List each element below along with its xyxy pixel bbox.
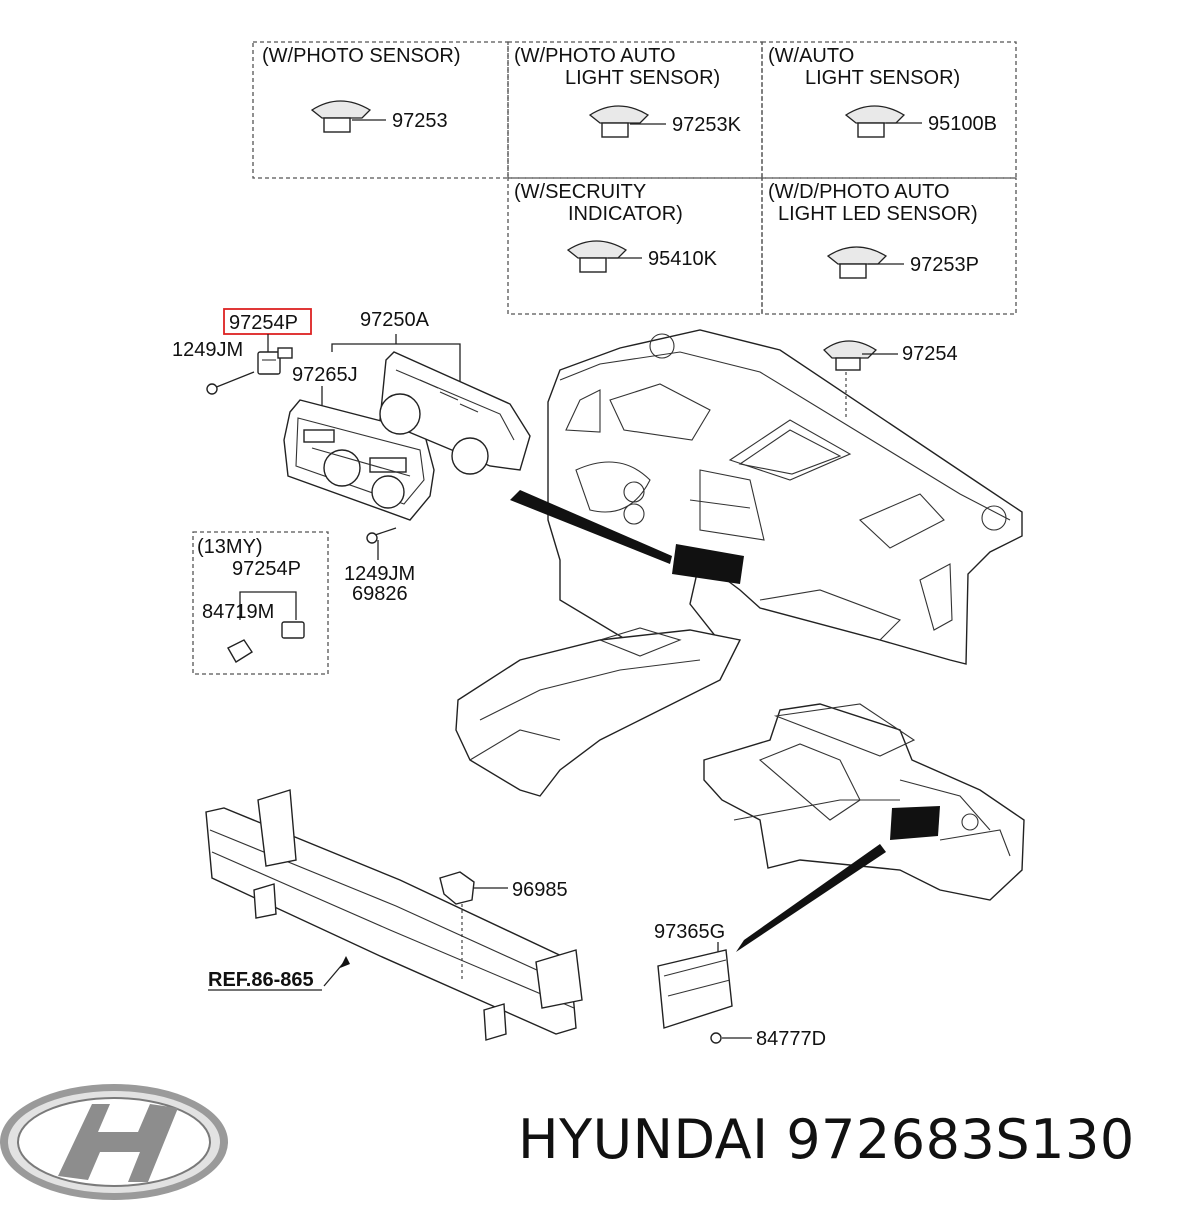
part-number: 97253 xyxy=(392,110,448,132)
hvac-unit xyxy=(703,703,1025,952)
part-label-1249JM-bottom: 1249JM xyxy=(344,563,415,585)
part-label-97365G: 97365G xyxy=(654,921,725,943)
part-number: 95100B xyxy=(928,113,997,135)
ref-text: REF.86-865 xyxy=(208,969,314,991)
switch-part xyxy=(257,347,293,375)
part-number-title: 972683S130 xyxy=(786,1108,1135,1171)
variant-box-led-sensor: (W/D/PHOTO AUTO LIGHT LED SENSOR) 97253P xyxy=(761,177,1017,315)
box-title: (W/SECRUITY xyxy=(514,181,646,203)
box-title: (W/PHOTO AUTO xyxy=(514,45,676,67)
sensor-icon xyxy=(310,100,372,133)
heater-module xyxy=(379,351,531,475)
switch-icon xyxy=(281,621,305,639)
reference-label: REF.86-865 xyxy=(208,956,350,991)
part-number: 95410K xyxy=(648,248,718,270)
screw-icon xyxy=(206,371,255,395)
control-module: 97365G 84777D xyxy=(654,921,826,1050)
sensor-icon xyxy=(588,105,650,138)
box-title: (W/D/PHOTO AUTO xyxy=(768,181,950,203)
part-title: HYUNDAI 972683S130 xyxy=(518,1108,1135,1171)
brand-name: HYUNDAI xyxy=(518,1108,769,1171)
highlighted-part-label: 97254P xyxy=(229,312,298,334)
variant-box-photo-sensor: (W/PHOTO SENSOR) 97253 xyxy=(252,41,509,179)
dashboard-illustration xyxy=(455,329,1023,797)
bumper-beam xyxy=(205,789,583,1041)
dash-sensor: 97254 xyxy=(823,340,958,371)
hyundai-logo xyxy=(0,1084,228,1200)
box-title: (W/PHOTO SENSOR) xyxy=(262,45,461,67)
part-label-96985: 96985 xyxy=(512,879,568,901)
impact-sensor xyxy=(439,871,508,905)
variant-box-photo-auto: (W/PHOTO AUTO LIGHT SENSOR) 97253K xyxy=(507,41,763,179)
part-number: 97254P xyxy=(232,558,301,580)
variant-box-security: (W/SECRUITY INDICATOR) 95410K xyxy=(507,177,763,315)
part-number: 97253P xyxy=(910,254,979,276)
variant-box-13my: (13MY) 97254P 84719M xyxy=(192,531,329,675)
part-number: 97253K xyxy=(672,114,742,136)
sensor-icon xyxy=(826,246,888,279)
part-number-secondary: 84719M xyxy=(202,601,274,623)
part-label-84777D: 84777D xyxy=(756,1028,826,1050)
box-title-line2: LIGHT SENSOR) xyxy=(565,67,720,89)
box-title-line2: INDICATOR) xyxy=(568,203,683,225)
part-label-97254: 97254 xyxy=(902,343,958,365)
center-stack-panel xyxy=(672,544,744,584)
box-title: (13MY) xyxy=(197,536,263,558)
module-location-marker xyxy=(890,806,940,840)
part-label-69826: 69826 xyxy=(352,583,408,605)
climate-control-group: 97254P 97250A 1249JM 97265J xyxy=(172,308,531,605)
sensor-icon xyxy=(844,105,906,138)
indicator-icon xyxy=(566,240,628,273)
clip-icon xyxy=(227,639,253,663)
variant-box-auto-light: (W/AUTO LIGHT SENSOR) 95100B xyxy=(761,41,1017,179)
screw-icon xyxy=(366,527,397,560)
part-label-1249JM-top: 1249JM xyxy=(172,339,243,361)
screw-icon xyxy=(710,1032,752,1044)
part-label-97250A: 97250A xyxy=(360,309,430,331)
box-title: (W/AUTO xyxy=(768,45,854,67)
part-label-97265J: 97265J xyxy=(292,364,358,386)
box-title-line2: LIGHT LED SENSOR) xyxy=(778,203,978,225)
box-title-line2: LIGHT SENSOR) xyxy=(805,67,960,89)
